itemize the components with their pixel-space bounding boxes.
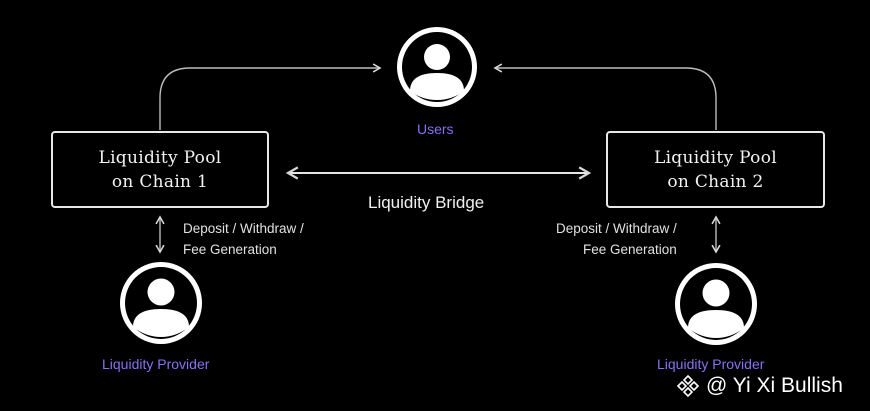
user-avatar-icon: [397, 27, 477, 107]
liquidity-bridge-label: Liquidity Bridge: [368, 193, 485, 212]
liquidity-provider-left-label: Liquidity Provider: [102, 356, 210, 372]
deposit-note-left-line2: Fee Generation: [183, 242, 277, 257]
deposit-note-right: Deposit / Withdraw / Fee Generation: [556, 218, 677, 260]
deposit-note-left: Deposit / Withdraw / Fee Generation: [183, 218, 304, 260]
liquidity-provider-right-icon: [675, 263, 757, 345]
binance-logo-icon: [676, 374, 700, 398]
users-label: Users: [417, 121, 454, 137]
liquidity-provider-left-icon: [120, 262, 202, 344]
connector-pool1-to-users: [159, 63, 382, 130]
pool1-title-line1: Liquidity Pool: [98, 147, 222, 168]
deposit-note-right-line1: Deposit / Withdraw /: [556, 221, 677, 236]
pool2-title-line1: Liquidity Pool: [653, 147, 777, 168]
watermark-text: @ Yi Xi Bullish: [706, 374, 843, 397]
connector-pool2-to-users: [493, 63, 717, 130]
pool2-title-line2: on Chain 2: [667, 171, 764, 192]
liquidity-pool-chain-1: Liquidity Pool on Chain 1: [51, 131, 269, 208]
deposit-note-right-line2: Fee Generation: [582, 242, 677, 257]
watermark: @ Yi Xi Bullish: [676, 372, 843, 400]
liquidity-provider-right-label: Liquidity Provider: [657, 356, 765, 372]
liquidity-pool-chain-2: Liquidity Pool on Chain 2: [606, 131, 825, 208]
deposit-note-left-line1: Deposit / Withdraw /: [183, 221, 304, 236]
pool1-title-line2: on Chain 1: [111, 171, 209, 192]
